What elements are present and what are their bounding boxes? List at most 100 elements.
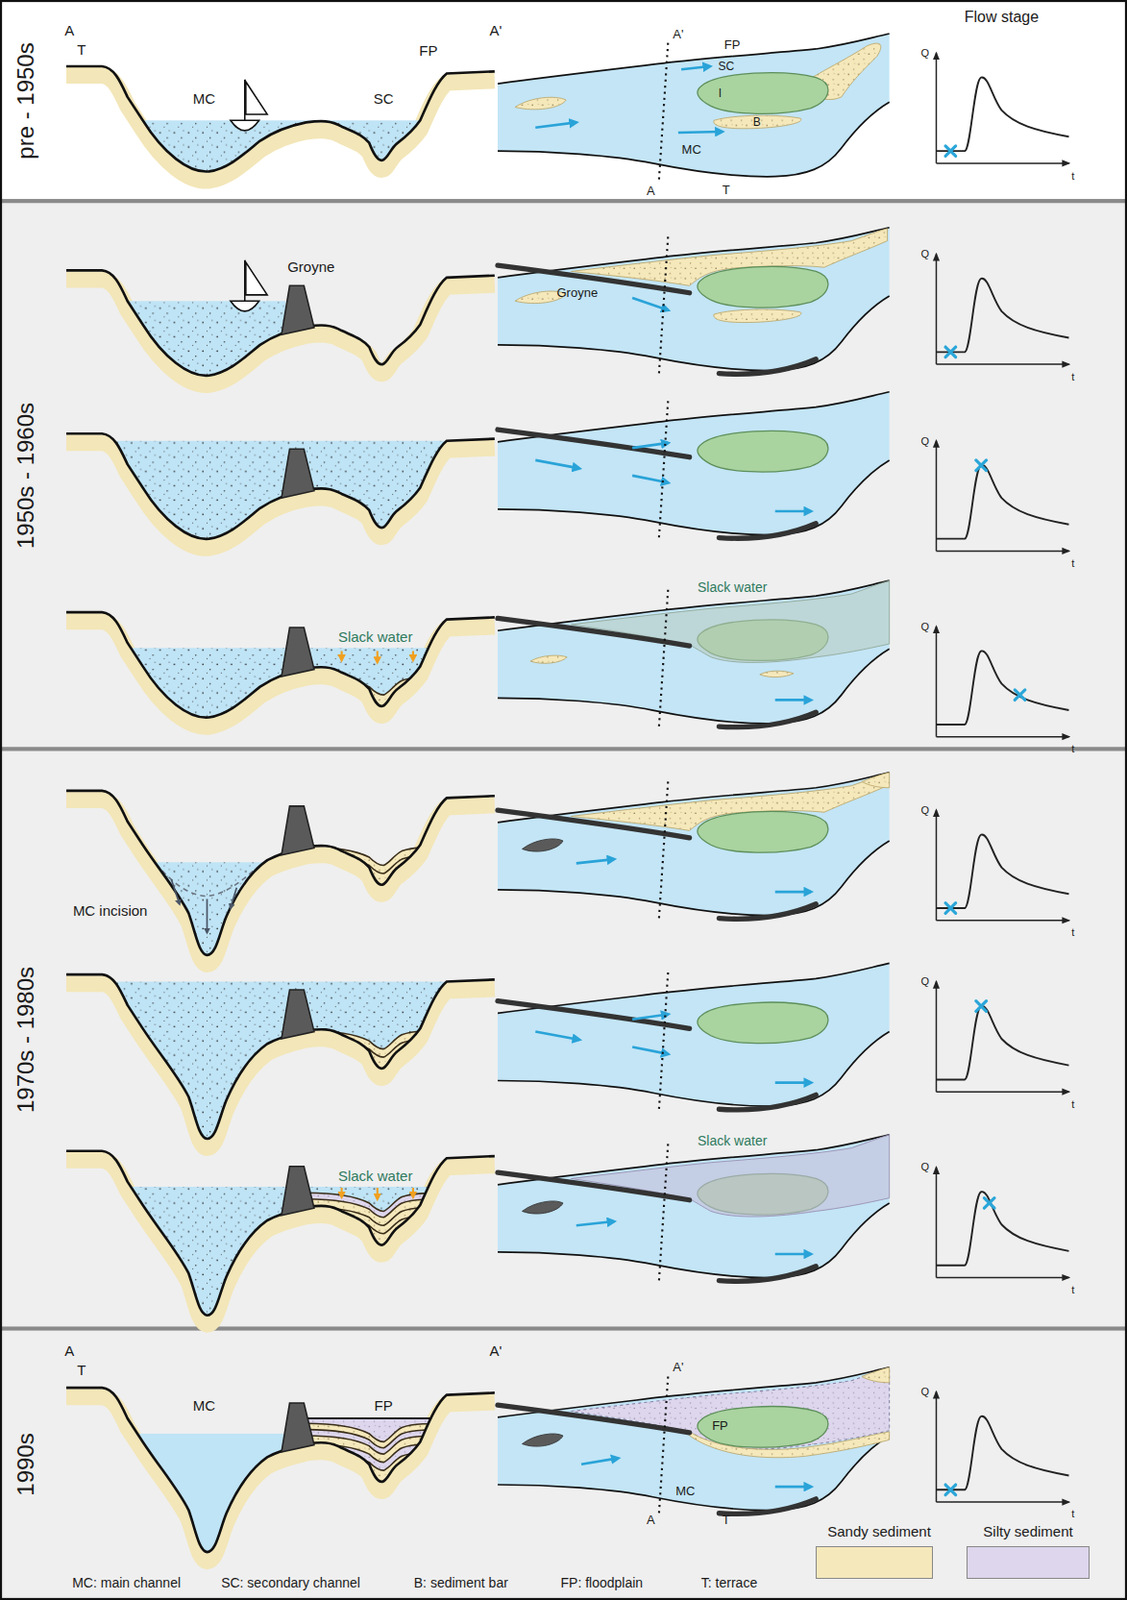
cross-section xyxy=(61,1418,460,1600)
plan-view xyxy=(775,890,811,894)
cross-section xyxy=(171,879,237,932)
period-band: 1990s xyxy=(0,1329,1127,1599)
text-label: FP xyxy=(418,43,438,60)
axis-label: Q xyxy=(921,975,931,987)
axis-label: t xyxy=(1071,1098,1075,1110)
axis-label: Q xyxy=(921,47,931,59)
plan-view xyxy=(497,33,890,177)
cross-section xyxy=(61,1186,500,1340)
cross-section xyxy=(305,1199,457,1218)
plan-view xyxy=(522,1200,564,1214)
text-label: A' xyxy=(672,27,684,42)
plan-view xyxy=(576,858,614,863)
plan-view xyxy=(697,1406,829,1448)
plan-view xyxy=(497,392,890,540)
cross-section xyxy=(61,1387,495,1600)
cross-section xyxy=(305,1215,457,1234)
cross-section xyxy=(66,1387,495,1552)
plan-view xyxy=(697,811,829,854)
period-label: 1990s xyxy=(12,1433,38,1496)
hydrograph xyxy=(935,52,1069,164)
plan-view xyxy=(576,1221,811,1254)
cross-section xyxy=(281,448,315,498)
cross-section xyxy=(61,300,287,454)
cross-section xyxy=(281,627,315,677)
cross-section xyxy=(66,612,495,718)
legend-swatch xyxy=(815,1545,933,1579)
hydrograph xyxy=(935,1167,1069,1278)
plan-view xyxy=(713,309,802,323)
text-label: B xyxy=(753,116,761,129)
text-label: Slack water xyxy=(697,1133,767,1149)
text-label: A' xyxy=(489,1343,502,1360)
text-label: T xyxy=(722,183,731,197)
cross-section xyxy=(66,790,495,956)
plan-view xyxy=(497,1172,816,1281)
hydrograph xyxy=(935,626,1069,737)
period-band: pre - 1950s xyxy=(0,0,1127,201)
plan-view xyxy=(659,43,669,182)
plan-view xyxy=(659,589,669,729)
cross-section xyxy=(281,989,315,1039)
text-label: I xyxy=(718,87,722,100)
hydrograph xyxy=(1014,689,1026,701)
hydrograph xyxy=(935,1391,1069,1502)
cross-section xyxy=(230,79,268,131)
plan-view xyxy=(497,772,890,916)
cross-section xyxy=(281,1402,315,1452)
cross-section xyxy=(61,647,500,922)
text-label: MC xyxy=(682,143,702,157)
hydrograph xyxy=(935,441,1069,552)
cross-section xyxy=(61,974,500,1284)
period-band-grounds xyxy=(0,1330,1127,1600)
plan-view xyxy=(632,1013,668,1019)
period-label: 1970s - 1980s xyxy=(12,966,38,1113)
period-label: pre - 1950s xyxy=(12,42,38,159)
plan-view xyxy=(535,460,580,468)
plan-view xyxy=(576,858,811,892)
plan-view xyxy=(775,698,811,702)
axis-label: Q xyxy=(921,247,931,260)
text-label: Slack water xyxy=(697,580,767,595)
cross-section xyxy=(61,861,287,975)
hydrograph xyxy=(945,1484,956,1495)
cross-section xyxy=(66,269,495,376)
hydrograph xyxy=(945,346,956,358)
hydrograph xyxy=(935,981,1069,1093)
cross-section xyxy=(61,1433,287,1577)
hydrograph xyxy=(935,441,1069,552)
hydrograph xyxy=(983,1198,995,1209)
axis-label: Q xyxy=(921,1385,931,1397)
cross-section xyxy=(61,433,500,614)
axis-label: Q xyxy=(921,435,931,447)
axis-label: t xyxy=(1071,1507,1075,1519)
text-label: Slack water xyxy=(338,1168,414,1185)
hydrograph xyxy=(935,809,1069,921)
plan-view xyxy=(576,1221,614,1225)
plan-view xyxy=(497,772,890,921)
cross-section xyxy=(66,433,495,539)
plan-view xyxy=(659,781,669,920)
cross-section xyxy=(66,66,495,172)
text-label: SC xyxy=(717,60,735,74)
plan-view xyxy=(581,1457,618,1464)
axis-label: Q xyxy=(921,620,931,633)
cross-section xyxy=(61,120,500,253)
period-band-grounds xyxy=(0,1325,1127,1330)
abbreviation-key: FP: floodplain xyxy=(561,1575,644,1591)
cross-section xyxy=(61,647,500,801)
text-label: T xyxy=(76,42,86,59)
cross-section xyxy=(305,1029,457,1049)
text-label: MC xyxy=(193,1397,216,1415)
plan-view xyxy=(535,66,722,133)
cross-section xyxy=(342,1187,414,1200)
text-label: A' xyxy=(672,1360,684,1374)
cross-section xyxy=(230,887,237,908)
axis-label: t xyxy=(1071,170,1075,182)
cross-section xyxy=(281,806,315,856)
plan-view xyxy=(659,1375,669,1515)
cross-section xyxy=(61,300,287,454)
